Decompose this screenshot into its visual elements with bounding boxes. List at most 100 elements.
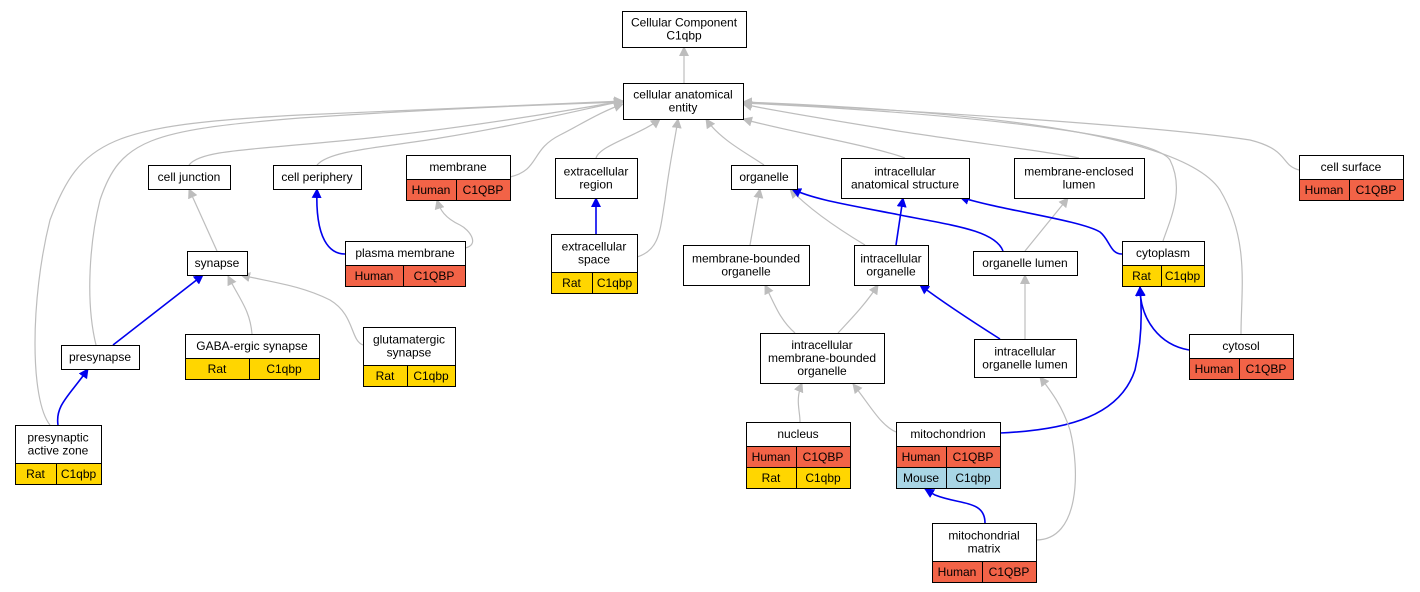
organelle-lumen-node[interactable]: organelle lumen <box>973 251 1078 276</box>
gene-label: C1QBP <box>803 450 844 464</box>
node-label-line: cell surface <box>1321 160 1382 174</box>
edge-cytosol-to-cytoplasm <box>1135 286 1190 351</box>
node-box <box>187 251 248 276</box>
edge-presynapse-to-cae <box>89 97 624 346</box>
species-label: Rat <box>562 276 581 290</box>
node-label-line: organelle <box>866 265 916 279</box>
node-label-line: anatomical structure <box>851 178 959 192</box>
node-label-line: cytosol <box>1222 339 1259 353</box>
node-label-line: glutamatergic <box>373 333 445 347</box>
edge-cytosol-to-cae <box>742 97 1243 335</box>
node-label-line: cell periphery <box>281 170 352 184</box>
gene-cell <box>403 265 466 287</box>
gene-cell <box>56 463 102 485</box>
species-label: Human <box>752 450 791 464</box>
node-box <box>974 339 1077 378</box>
edge-mitochondrial-matrix-to-mitochondrion <box>924 488 986 524</box>
node-label-line: intracellular <box>860 252 921 266</box>
presynapse-node[interactable]: presynapse <box>61 345 140 370</box>
edge-intracellular-membrane-bounded-organelle-to-intracellular-organelle <box>837 284 879 334</box>
node-label-line: extracellular <box>562 240 627 254</box>
cell-junction-node[interactable]: cell junction <box>148 165 231 190</box>
gene-cell <box>249 358 320 380</box>
node-label-line: entity <box>669 101 698 115</box>
node-label-line: plasma membrane <box>355 246 455 260</box>
gene-label: C1QBP <box>989 565 1030 579</box>
edge-plasma-membrane-to-membrane <box>434 199 474 249</box>
gene-cell <box>982 561 1037 583</box>
edge-plasma-membrane-to-cell-periphery <box>311 188 346 255</box>
node-label-line: lumen <box>1063 178 1096 192</box>
edge-cell-junction-to-cae <box>188 97 624 166</box>
node-label-line: active zone <box>28 444 89 458</box>
edge-presynapse-to-synapse <box>112 274 204 346</box>
node-label-line: cellular anatomical <box>633 88 732 102</box>
species-label: Human <box>938 565 977 579</box>
gene-label: C1QBP <box>463 183 504 197</box>
cell-periphery-node[interactable]: cell periphery <box>273 165 362 190</box>
edge-intracellular-organelle-lumen-to-intracellular-organelle <box>919 284 1001 340</box>
edge-intracellular-membrane-bounded-organelle-to-membrane-bounded-organelle <box>764 284 796 334</box>
node-box <box>760 333 885 384</box>
gene-cell <box>407 365 456 387</box>
species-label: Rat <box>376 369 395 383</box>
edge-mitochondrion-to-cytoplasm <box>999 286 1146 434</box>
node-box <box>622 11 747 48</box>
node-label-line: presynaptic <box>27 431 88 445</box>
node-label-line: synapse <box>387 346 432 360</box>
node-label-line: organelle <box>797 364 847 378</box>
edge-presynaptic-active-zone-to-presynapse <box>56 368 89 426</box>
node-label-line: extracellular <box>564 165 629 179</box>
edge-membrane-bounded-organelle-to-organelle <box>749 188 764 246</box>
species-label: Human <box>1195 362 1234 376</box>
gene-label: C1QBP <box>1356 183 1397 197</box>
edge-cytoplasm-to-intracellular-anatomical-structure <box>959 195 1123 255</box>
node-label-line: GABA-ergic synapse <box>196 339 308 353</box>
node-label-line: Cellular Component <box>631 16 738 30</box>
node-label-line: C1qbp <box>666 29 702 43</box>
edges-layer <box>34 46 1300 541</box>
species-label: Human <box>902 450 941 464</box>
gene-label: C1qbp <box>597 276 633 290</box>
node-box <box>854 245 929 286</box>
synapse-node[interactable]: synapse <box>187 251 248 276</box>
gene-label: C1qbp <box>266 362 302 376</box>
gene-cell <box>1239 358 1294 380</box>
gene-label: C1QBP <box>1246 362 1287 376</box>
edge-cell-periphery-to-cae <box>316 97 624 166</box>
species-label: Human <box>1305 183 1344 197</box>
species-label: Rat <box>26 467 45 481</box>
node-label-line: intracellular <box>791 338 852 352</box>
node-box <box>61 345 140 370</box>
gene-cell <box>1349 179 1404 201</box>
node-label-line: membrane-enclosed <box>1024 165 1133 179</box>
node-label-line: cytoplasm <box>1136 246 1190 260</box>
gene-label: C1QBP <box>414 269 455 283</box>
node-label-line: mitochondrial <box>948 529 1019 543</box>
organelle-node[interactable]: organelle <box>731 165 798 190</box>
gene-cell <box>1161 265 1205 287</box>
node-box <box>683 245 810 286</box>
